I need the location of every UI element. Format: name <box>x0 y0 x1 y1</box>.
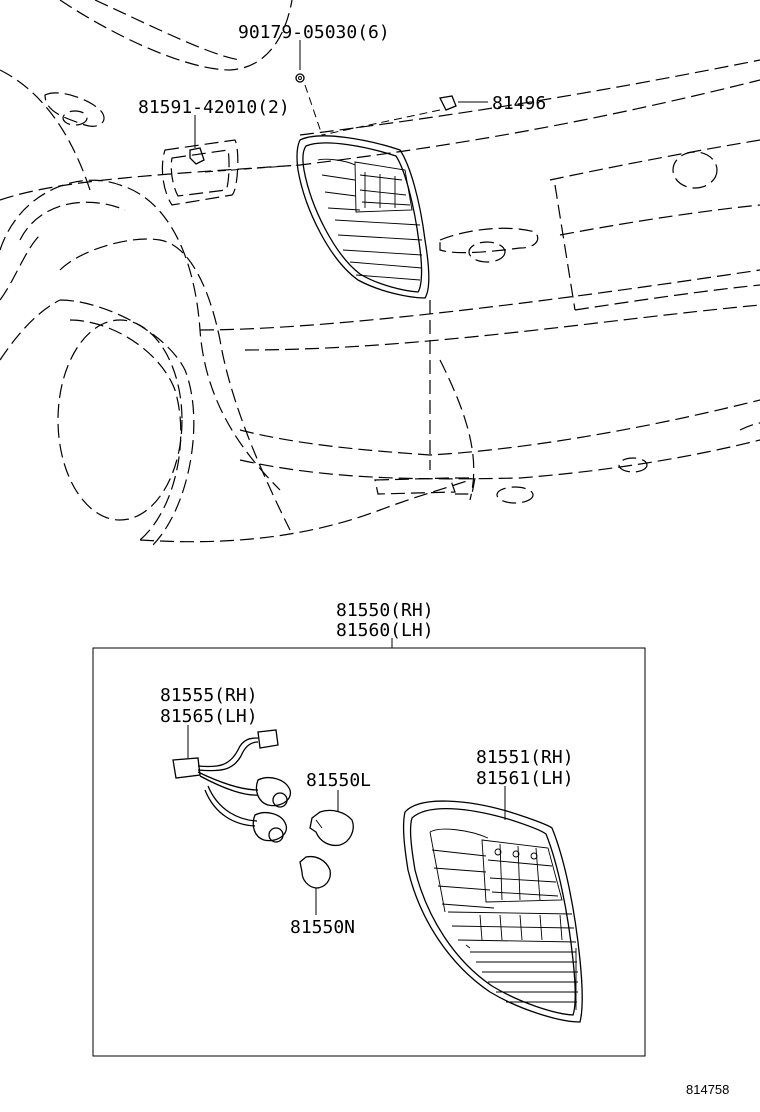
clip-81496 <box>321 95 488 136</box>
bolt-90179 <box>295 40 323 136</box>
label-assy-rh: 81550(RH) <box>336 600 434 621</box>
label-bulb-l: 81550L <box>306 770 371 791</box>
tail-lamp-installed <box>296 135 430 299</box>
label-bulb-n: 81550N <box>290 917 355 938</box>
label-socket-rh: 81555(RH) <box>160 685 258 706</box>
assembly-box <box>92 647 646 1057</box>
label-lens-rh: 81551(RH) <box>476 747 574 768</box>
label-socket-lh: 81565(LH) <box>160 706 258 727</box>
clip-81591 <box>189 115 301 173</box>
bulb-81550N <box>299 855 331 915</box>
vehicle-rear-outline <box>0 0 760 549</box>
diagram-reference-number: 814758 <box>686 1082 729 1097</box>
label-clip-a: 81591-42010(2) <box>138 97 290 118</box>
label-assy-lh: 81560(LH) <box>336 620 434 641</box>
label-clip-b: 81496 <box>492 93 546 114</box>
bulb-81550L <box>309 790 354 847</box>
tail-lamp-lens <box>402 786 583 1023</box>
socket-and-wire <box>172 725 292 843</box>
label-lens-lh: 81561(LH) <box>476 768 574 789</box>
label-bolt: 90179-05030(6) <box>238 22 390 43</box>
